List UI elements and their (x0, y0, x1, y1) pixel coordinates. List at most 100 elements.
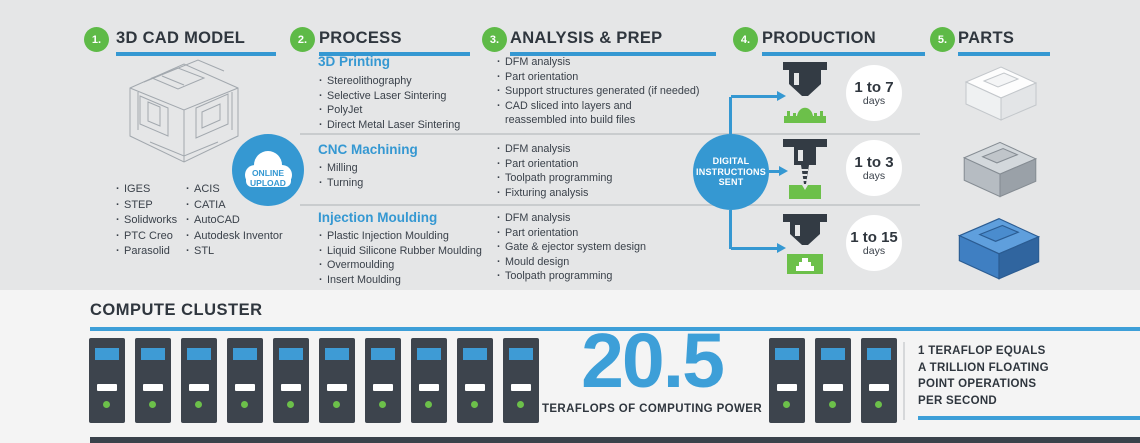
server-tower (503, 338, 539, 423)
digital-line2: INSTRUCTIONS (696, 166, 766, 177)
arrow-right-icon (777, 91, 786, 101)
server-drive-slot (419, 384, 439, 391)
server-drive-slot (143, 384, 163, 391)
server-tower (273, 338, 309, 423)
list-item: Toolpath programming (496, 269, 714, 284)
list-item: Overmoulding (318, 258, 488, 273)
server-led (517, 401, 524, 408)
section-underline (958, 52, 1050, 56)
server-led (241, 401, 248, 408)
list-item: Direct Metal Laser Sintering (318, 118, 488, 133)
days-value: 1 to 3 (854, 154, 894, 171)
days-value: 1 to 7 (854, 79, 894, 96)
note-underline (918, 416, 1140, 420)
section-title-production: PRODUCTION (762, 29, 876, 47)
server-tower (227, 338, 263, 423)
connector-row1 (731, 95, 777, 98)
step-badge-3: 3. (482, 27, 507, 52)
list-item: 1 TERAFLOP EQUALS (918, 345, 1046, 357)
days-unit: days (862, 170, 886, 182)
step-badge-2: 2. (290, 27, 315, 52)
section-underline (510, 52, 716, 56)
digital-line1: DIGITAL (712, 156, 750, 167)
section-underline (319, 52, 470, 56)
server-drive-slot (281, 384, 301, 391)
server-led (333, 401, 340, 408)
section-title-parts: PARTS (958, 29, 1015, 47)
server-blue-slot (463, 348, 487, 360)
analysis-list-cnc: DFM analysisPart orientationToolpath pro… (496, 142, 714, 200)
list-item: Milling (318, 161, 488, 176)
connector-up (729, 97, 732, 134)
server-led (103, 401, 110, 408)
list-item: DFM analysis (496, 55, 714, 70)
moulded-part-image (957, 218, 1041, 280)
section-title-cad: 3D CAD MODEL (116, 29, 246, 47)
server-tower (135, 338, 171, 423)
digital-line3: SENT (718, 177, 744, 188)
digital-instructions-sent-badge: DIGITAL INSTRUCTIONS SENT (693, 134, 769, 210)
connector-down (729, 210, 732, 249)
server-tower (319, 338, 355, 423)
server-blue-slot (233, 348, 257, 360)
section-underline (116, 52, 276, 56)
list-item: Liquid Silicone Rubber Moulding (318, 244, 488, 259)
server-led (471, 401, 478, 408)
days-unit: days (862, 245, 886, 257)
connector-row2 (769, 170, 779, 173)
injection-moulding-icon (783, 214, 827, 274)
server-blue-slot (279, 348, 303, 360)
list-item: A TRILLION FLOATING (918, 361, 1049, 374)
server-blue-slot (187, 348, 211, 360)
lead-time-badge-3d-printing: 1 to 7 days (846, 65, 902, 121)
days-unit: days (862, 95, 886, 107)
teraflops-label: TERAFLOPS OF COMPUTING POWER (541, 403, 763, 415)
process-title-3d-printing: 3D Printing (318, 54, 391, 69)
server-drive-slot (465, 384, 485, 391)
server-led (829, 401, 836, 408)
arrow-right-icon (777, 243, 786, 253)
server-led (875, 401, 882, 408)
server-tower (815, 338, 851, 423)
online-upload-cloud-icon: ONLINE UPLOAD (232, 134, 304, 206)
process-list-3d-printing: StereolithographySelective Laser Sinteri… (318, 74, 488, 132)
list-item: STEP (115, 198, 177, 214)
list-item: CAD sliced into layers and reassembled i… (496, 99, 714, 128)
upload-label-line2: UPLOAD (250, 178, 286, 188)
list-item: Solidworks (115, 213, 177, 229)
server-tower (457, 338, 493, 423)
list-item: STL (185, 244, 283, 260)
server-blue-slot (509, 348, 533, 360)
process-title-cnc: CNC Machining (318, 142, 418, 157)
list-item: PolyJet (318, 103, 488, 118)
server-tower (411, 338, 447, 423)
list-item: Selective Laser Sintering (318, 89, 488, 104)
compute-cluster-underline (90, 327, 1140, 331)
list-item: Insert Moulding (318, 273, 488, 288)
list-item: Part orientation (496, 226, 714, 241)
compute-cluster-title: COMPUTE CLUSTER (90, 301, 263, 319)
server-blue-slot (95, 348, 119, 360)
server-rack-right (769, 338, 897, 423)
vertical-divider (903, 342, 905, 420)
days-value: 1 to 15 (850, 229, 898, 246)
analysis-list-3d-printing: DFM analysisPart orientationSupport stru… (496, 55, 714, 128)
process-list-cnc: MillingTurning (318, 161, 488, 190)
server-drive-slot (97, 384, 117, 391)
list-item: Stereolithography (318, 74, 488, 89)
step-badge-4: 4. (733, 27, 758, 52)
server-tower (89, 338, 125, 423)
server-led (149, 401, 156, 408)
server-blue-slot (325, 348, 349, 360)
server-drive-slot (373, 384, 393, 391)
step-badge-5: 5. (930, 27, 955, 52)
connector-row3 (731, 247, 777, 250)
server-rack-left (89, 338, 539, 423)
footer-bar (90, 437, 1140, 443)
row-divider (300, 133, 920, 135)
arrow-right-icon (779, 166, 788, 176)
list-item: PTC Creo (115, 229, 177, 245)
server-blue-slot (821, 348, 845, 360)
